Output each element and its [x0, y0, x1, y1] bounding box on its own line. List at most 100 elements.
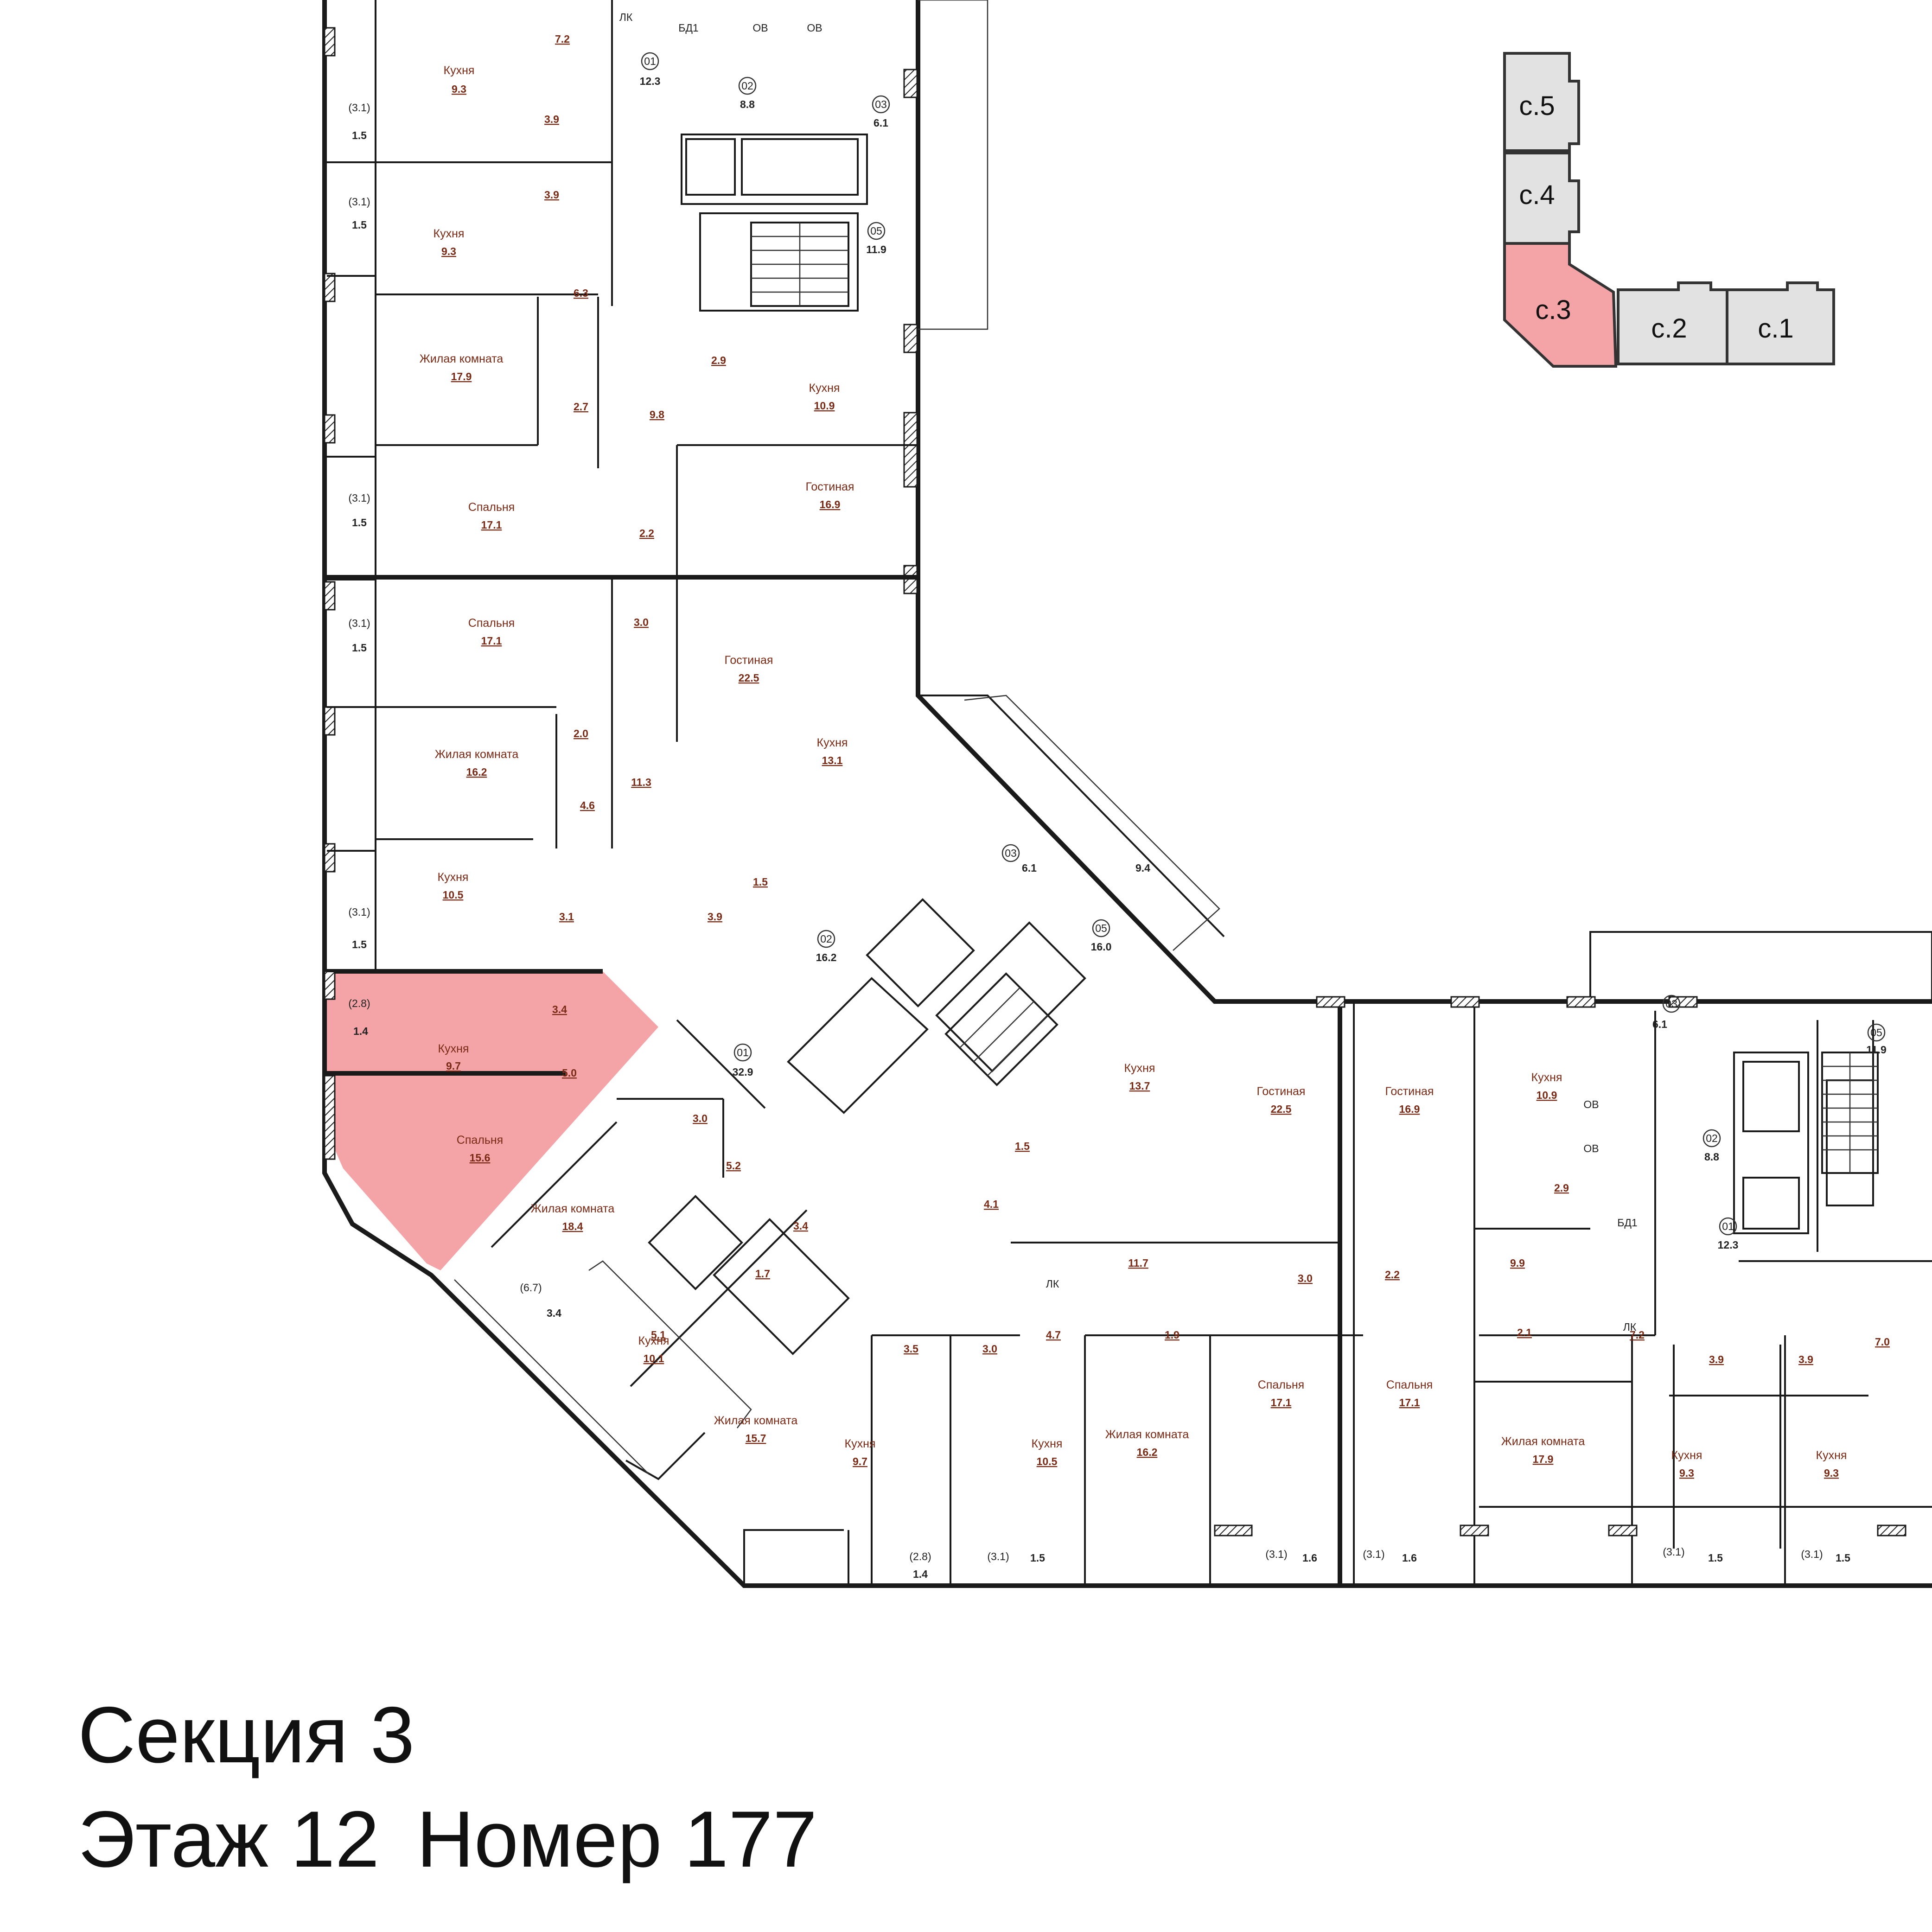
svg-text:6.1: 6.1 [874, 117, 888, 129]
svg-text:1.6: 1.6 [1302, 1552, 1317, 1564]
svg-text:03: 03 [875, 98, 887, 110]
svg-text:8.8: 8.8 [740, 98, 755, 110]
balcony-labels: (3.1) 1.5 (3.1) 1.5 (3.1) 1.5 (3.1) 1.5 … [348, 102, 1850, 1580]
svg-text:БД1: БД1 [678, 22, 698, 34]
svg-text:Спальня: Спальня [1386, 1378, 1433, 1391]
svg-text:9.9: 9.9 [1510, 1257, 1525, 1269]
svg-text:02: 02 [1706, 1132, 1718, 1144]
svg-text:4.1: 4.1 [984, 1198, 999, 1210]
svg-text:10.5: 10.5 [443, 889, 464, 901]
svg-text:3.9: 3.9 [1798, 1353, 1813, 1365]
svg-text:3.5: 3.5 [904, 1343, 918, 1355]
svg-text:2.2: 2.2 [1385, 1269, 1400, 1281]
svg-text:3.9: 3.9 [1709, 1353, 1724, 1365]
svg-text:Кухня: Кухня [1671, 1449, 1702, 1462]
svg-text:(3.1): (3.1) [1265, 1548, 1287, 1560]
svg-text:1.5: 1.5 [352, 938, 367, 950]
svg-text:16.0: 16.0 [1091, 941, 1112, 953]
svg-text:10.9: 10.9 [814, 400, 835, 412]
svg-text:Кухня: Кухня [809, 382, 840, 395]
apartment-number: Номер 177 [416, 1795, 817, 1884]
svg-text:1.5: 1.5 [352, 516, 367, 529]
selected-apartment-area[interactable] [327, 971, 658, 1270]
svg-text:ОВ: ОВ [1583, 1098, 1599, 1110]
section-key: с.5 с.4 с.3 с.2 с.1 [1503, 52, 1835, 368]
svg-text:3.0: 3.0 [1298, 1272, 1313, 1284]
svg-text:(3.1): (3.1) [348, 492, 370, 504]
svg-text:Жилая комната: Жилая комната [435, 748, 519, 761]
svg-text:(3.1): (3.1) [348, 906, 370, 918]
svg-text:2.9: 2.9 [1554, 1182, 1569, 1194]
svg-text:01: 01 [644, 55, 656, 67]
staircase-symbols [750, 222, 1879, 1174]
svg-text:Спальня: Спальня [1258, 1378, 1304, 1391]
svg-text:2.0: 2.0 [574, 727, 588, 740]
svg-text:3.4: 3.4 [547, 1307, 561, 1319]
svg-text:с.3: с.3 [1535, 295, 1571, 325]
svg-text:Кухня: Кухня [1032, 1437, 1063, 1450]
svg-text:16.9: 16.9 [1399, 1103, 1420, 1115]
svg-text:Кухня: Кухня [817, 736, 848, 749]
svg-text:Кухня: Кухня [638, 1334, 670, 1347]
svg-text:10.5: 10.5 [1037, 1455, 1058, 1467]
section-key-2 [1617, 281, 1728, 365]
svg-text:1.5: 1.5 [1836, 1552, 1850, 1564]
svg-text:1.5: 1.5 [1030, 1552, 1045, 1564]
svg-text:1.7: 1.7 [755, 1268, 770, 1280]
svg-text:с.1: с.1 [1758, 313, 1793, 344]
svg-text:(3.1): (3.1) [348, 617, 370, 629]
svg-text:Кухня: Кухня [438, 1042, 469, 1055]
svg-text:22.5: 22.5 [1271, 1103, 1292, 1115]
svg-text:Спальня: Спальня [468, 617, 515, 630]
svg-text:3.0: 3.0 [693, 1112, 708, 1124]
svg-text:ЛК: ЛК [619, 11, 633, 23]
svg-text:7.2: 7.2 [1630, 1329, 1645, 1341]
svg-text:(2.8): (2.8) [909, 1550, 931, 1562]
svg-text:9.7: 9.7 [853, 1455, 867, 1467]
svg-text:(3.1): (3.1) [987, 1550, 1009, 1562]
svg-text:9.3: 9.3 [452, 83, 466, 95]
section-key-5 [1503, 52, 1580, 152]
svg-text:10.9: 10.9 [1537, 1089, 1557, 1101]
svg-text:ЛК: ЛК [1046, 1278, 1059, 1290]
selected-apartment-labels: Кухня 9.7 Спальня 15.6 5.0 3.4 (2.8) 1.4 [348, 997, 577, 1164]
svg-text:3.9: 3.9 [544, 113, 559, 125]
svg-text:18.4: 18.4 [562, 1220, 583, 1232]
svg-text:Жилая комната: Жилая комната [714, 1414, 798, 1427]
svg-text:3.9: 3.9 [544, 189, 559, 201]
svg-text:с.4: с.4 [1519, 180, 1555, 210]
svg-text:1.5: 1.5 [753, 876, 768, 888]
svg-text:03: 03 [1665, 998, 1677, 1010]
svg-text:1.4: 1.4 [353, 1025, 368, 1037]
svg-text:32.9: 32.9 [733, 1066, 753, 1078]
svg-text:02: 02 [820, 933, 832, 945]
svg-text:ОВ: ОВ [752, 22, 768, 34]
svg-text:05: 05 [1870, 1027, 1882, 1039]
svg-text:Кухня: Кухня [434, 227, 465, 240]
svg-text:16.9: 16.9 [820, 498, 841, 510]
svg-text:Гостиная: Гостиная [806, 480, 854, 493]
svg-text:Спальня: Спальня [468, 501, 515, 514]
room-labels: Кухня 9.3 Кухня 9.3 Жилая комната 17.9 С… [420, 64, 1847, 1479]
svg-text:11.9: 11.9 [866, 243, 886, 255]
svg-text:Кухня: Кухня [1531, 1071, 1562, 1084]
svg-text:1.9: 1.9 [1165, 1329, 1180, 1341]
small-area-labels: 7.2 3.9 3.9 6.3 2.7 9.8 2.9 2.2 3.0 2.0 … [544, 33, 1890, 1365]
svg-text:12.3: 12.3 [1718, 1239, 1739, 1251]
svg-text:11.9: 11.9 [1866, 1044, 1887, 1056]
svg-text:6.1: 6.1 [1652, 1018, 1667, 1030]
svg-text:12.3: 12.3 [640, 75, 661, 87]
svg-text:1.6: 1.6 [1402, 1552, 1417, 1564]
svg-text:9.7: 9.7 [446, 1060, 461, 1072]
svg-text:ОВ: ОВ [807, 22, 822, 34]
svg-text:3.1: 3.1 [559, 911, 574, 923]
svg-text:11.3: 11.3 [631, 776, 651, 788]
svg-text:15.6: 15.6 [470, 1152, 491, 1164]
svg-text:11.7: 11.7 [1128, 1257, 1148, 1269]
svg-text:(3.1): (3.1) [1363, 1548, 1384, 1560]
section-key-1 [1726, 281, 1835, 365]
svg-text:3.0: 3.0 [634, 616, 649, 628]
svg-text:9.3: 9.3 [1679, 1467, 1694, 1479]
